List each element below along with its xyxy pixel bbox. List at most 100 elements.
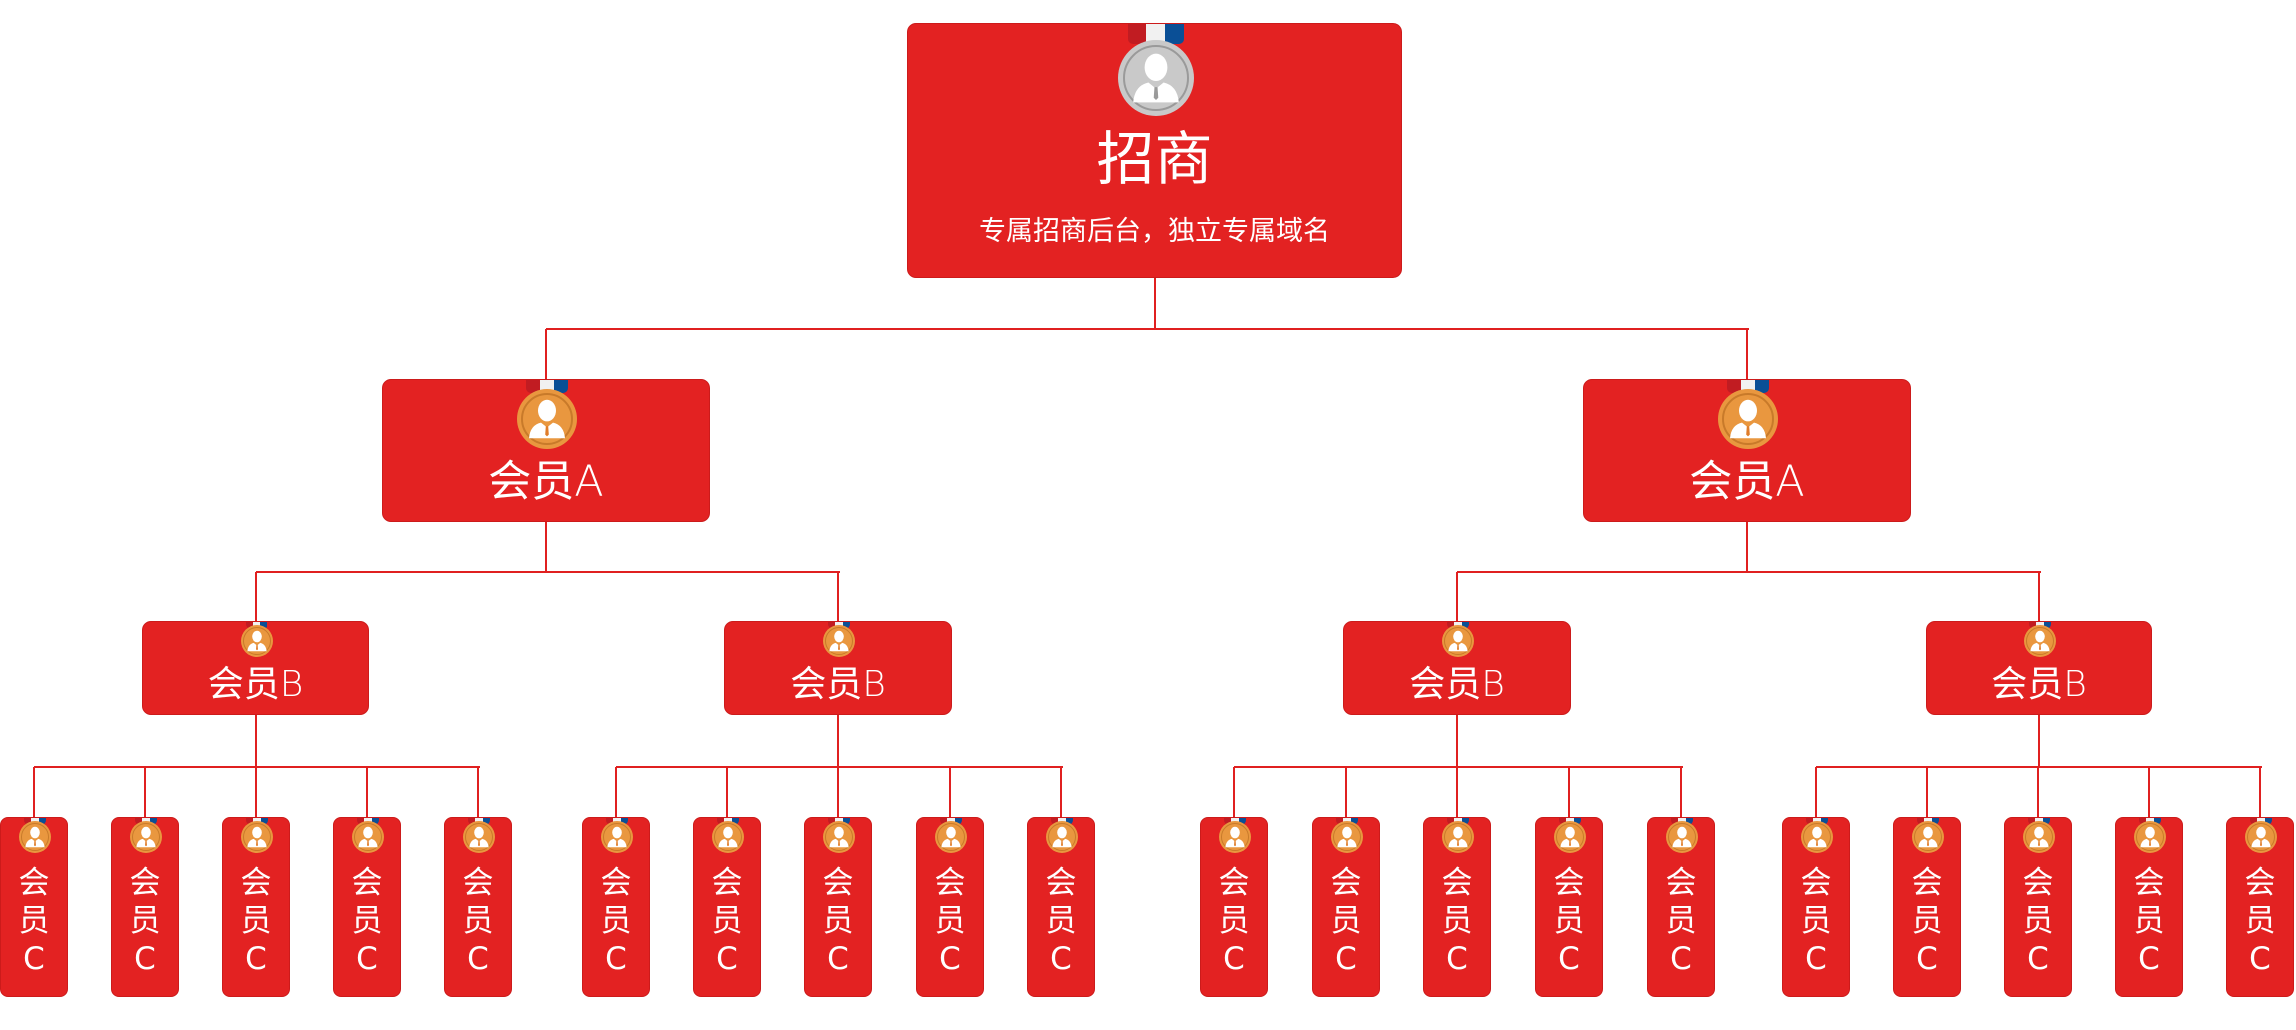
- member-c-label-char: 员: [1330, 903, 1362, 939]
- person-medal-gold-icon: [2245, 821, 2277, 853]
- member-c-label-char: C: [467, 941, 489, 977]
- person-medal-gold-icon: [1718, 389, 1778, 449]
- connector-line: [837, 572, 839, 621]
- root-node-merchant[interactable]: 招商专属招商后台，独立专属域名: [907, 23, 1402, 278]
- member-b-label: 会员B: [1991, 664, 2087, 705]
- member-c-label-char: 员: [934, 903, 966, 939]
- connector-line: [2259, 767, 2261, 817]
- connector-line: [254, 715, 257, 767]
- member-c-label-char: C: [1916, 941, 1938, 977]
- member-a-label: 会员A: [1689, 457, 1805, 507]
- person-medal-gold-icon: [712, 821, 744, 853]
- medal-ribbon-icon: [1127, 24, 1184, 44]
- member-c-label-char: 员: [1045, 903, 1077, 939]
- person-medal-silver-icon: [1117, 40, 1194, 116]
- connector-line: [1060, 767, 1062, 817]
- member-c-label-char: 会: [2244, 865, 2276, 901]
- person-medal-gold-icon: [2023, 821, 2055, 853]
- person-medal-gold-icon: [1801, 821, 1833, 853]
- connector-line: [546, 328, 1749, 330]
- connector-line: [545, 329, 547, 379]
- member-c-label-char: 员: [1665, 903, 1697, 939]
- connector-line: [1746, 522, 1748, 572]
- root-title: 招商: [1096, 125, 1213, 193]
- member-c-label-char: 会: [1218, 865, 1250, 901]
- member-c-label-char: 员: [2022, 903, 2054, 939]
- member-b-node[interactable]: 会员B: [1926, 621, 2152, 715]
- connector-line: [726, 767, 728, 817]
- connector-line: [1456, 767, 1458, 817]
- member-c-label-char: 会: [2022, 865, 2054, 901]
- member-c-label-char: C: [245, 941, 267, 977]
- member-c-label-char: C: [2249, 941, 2271, 977]
- member-b-node[interactable]: 会员B: [1343, 621, 1571, 715]
- member-c-label-char: 会: [351, 865, 383, 901]
- member-c-label-char: 会: [1330, 865, 1362, 901]
- connector-line: [477, 767, 479, 817]
- member-c-label-char: C: [716, 941, 738, 977]
- member-c-label-char: 员: [1800, 903, 1832, 939]
- member-c-label-char: C: [134, 941, 156, 977]
- member-b-node[interactable]: 会员B: [724, 621, 952, 715]
- member-c-label-char: 会: [1553, 865, 1585, 901]
- connector-line: [254, 572, 257, 621]
- person-medal-gold-icon: [1219, 821, 1251, 853]
- member-c-label-char: C: [605, 941, 627, 977]
- member-b-node[interactable]: 会员B: [142, 621, 369, 715]
- connector-line: [615, 767, 617, 817]
- connector-line: [255, 767, 257, 817]
- person-medal-gold-icon: [2024, 625, 2056, 657]
- member-c-label-char: C: [2027, 941, 2049, 977]
- member-c-label-char: 会: [711, 865, 743, 901]
- member-c-label-char: 会: [600, 865, 632, 901]
- person-medal-gold-icon: [1442, 625, 1474, 657]
- member-c-label-char: 会: [2133, 865, 2165, 901]
- connector-line: [2038, 572, 2040, 621]
- member-c-label-char: C: [1223, 941, 1245, 977]
- connector-line: [144, 767, 146, 817]
- connector-line: [1746, 329, 1748, 379]
- person-medal-gold-icon: [1331, 821, 1363, 853]
- member-c-label-char: C: [939, 941, 961, 977]
- member-c-label-char: C: [1670, 941, 1692, 977]
- member-a-node[interactable]: 会员A: [382, 379, 710, 522]
- person-medal-gold-icon: [1554, 821, 1586, 853]
- member-c-label-char: 员: [822, 903, 854, 939]
- person-medal-gold-icon: [1046, 821, 1078, 853]
- member-c-label-char: 会: [462, 865, 494, 901]
- person-medal-gold-icon: [130, 821, 162, 853]
- connector-line: [837, 715, 839, 767]
- member-a-node[interactable]: 会员A: [1583, 379, 1911, 522]
- connector-line: [1233, 767, 1235, 817]
